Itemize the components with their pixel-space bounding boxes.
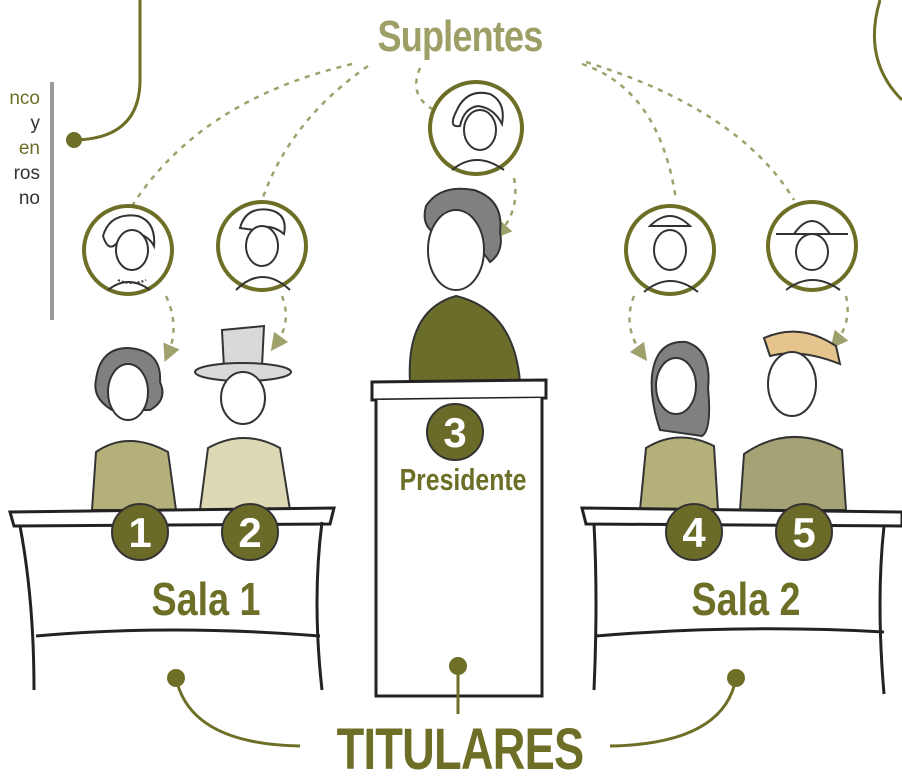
- side-text-line: ros: [13, 163, 40, 184]
- substitute-3-portrait: [428, 80, 524, 176]
- substitute-1-portrait: [82, 204, 174, 296]
- sala-2-label: Sala 2: [691, 573, 801, 625]
- presidente-label: Presidente: [399, 462, 527, 497]
- member-badge-3: 3: [426, 403, 484, 461]
- member-2-figure: [194, 324, 292, 511]
- titulares-heading: TITULARES: [336, 717, 585, 782]
- member-1-figure: [90, 346, 178, 511]
- side-text-line: nco: [9, 88, 40, 109]
- side-text-rule: [50, 82, 54, 320]
- svg-text:3: 3: [443, 409, 466, 456]
- titulares-bracket: [174, 668, 738, 748]
- member-4-figure: [638, 340, 720, 511]
- sala-1-label: Sala 1: [151, 573, 261, 625]
- member-badge-4: 4: [665, 503, 723, 561]
- svg-text:5: 5: [792, 509, 815, 556]
- bracket-dot-left: [167, 669, 185, 687]
- side-text-line: y: [30, 113, 41, 134]
- substitution-arrows: [163, 177, 849, 363]
- svg-text:1: 1: [128, 509, 151, 556]
- bracket-dot-right: [727, 669, 745, 687]
- member-badge-1: 1: [111, 503, 169, 561]
- svg-text:2: 2: [238, 509, 261, 556]
- side-text-line: en: [18, 138, 40, 159]
- member-badge-5: 5: [775, 503, 833, 561]
- member-5-figure: [738, 330, 848, 511]
- member-badge-2: 2: [221, 503, 279, 561]
- suplentes-heading: Suplentes: [377, 12, 543, 61]
- side-text-line: no: [18, 188, 40, 209]
- suplentes-connectors: [130, 60, 796, 207]
- substitute-2-portrait: [216, 200, 308, 292]
- podium-presidente: [370, 378, 548, 698]
- callout-dot: [66, 132, 82, 148]
- substitute-4-portrait: [624, 204, 716, 296]
- callout-connector: [75, 0, 142, 142]
- bracket-dot-center: [449, 657, 467, 675]
- substitute-5-portrait: [766, 200, 858, 292]
- svg-text:4: 4: [682, 509, 706, 556]
- callout-circle-partial: [872, 0, 902, 102]
- member-3-figure: [408, 187, 522, 383]
- side-text-fragment: nco y en ros no: [0, 86, 40, 211]
